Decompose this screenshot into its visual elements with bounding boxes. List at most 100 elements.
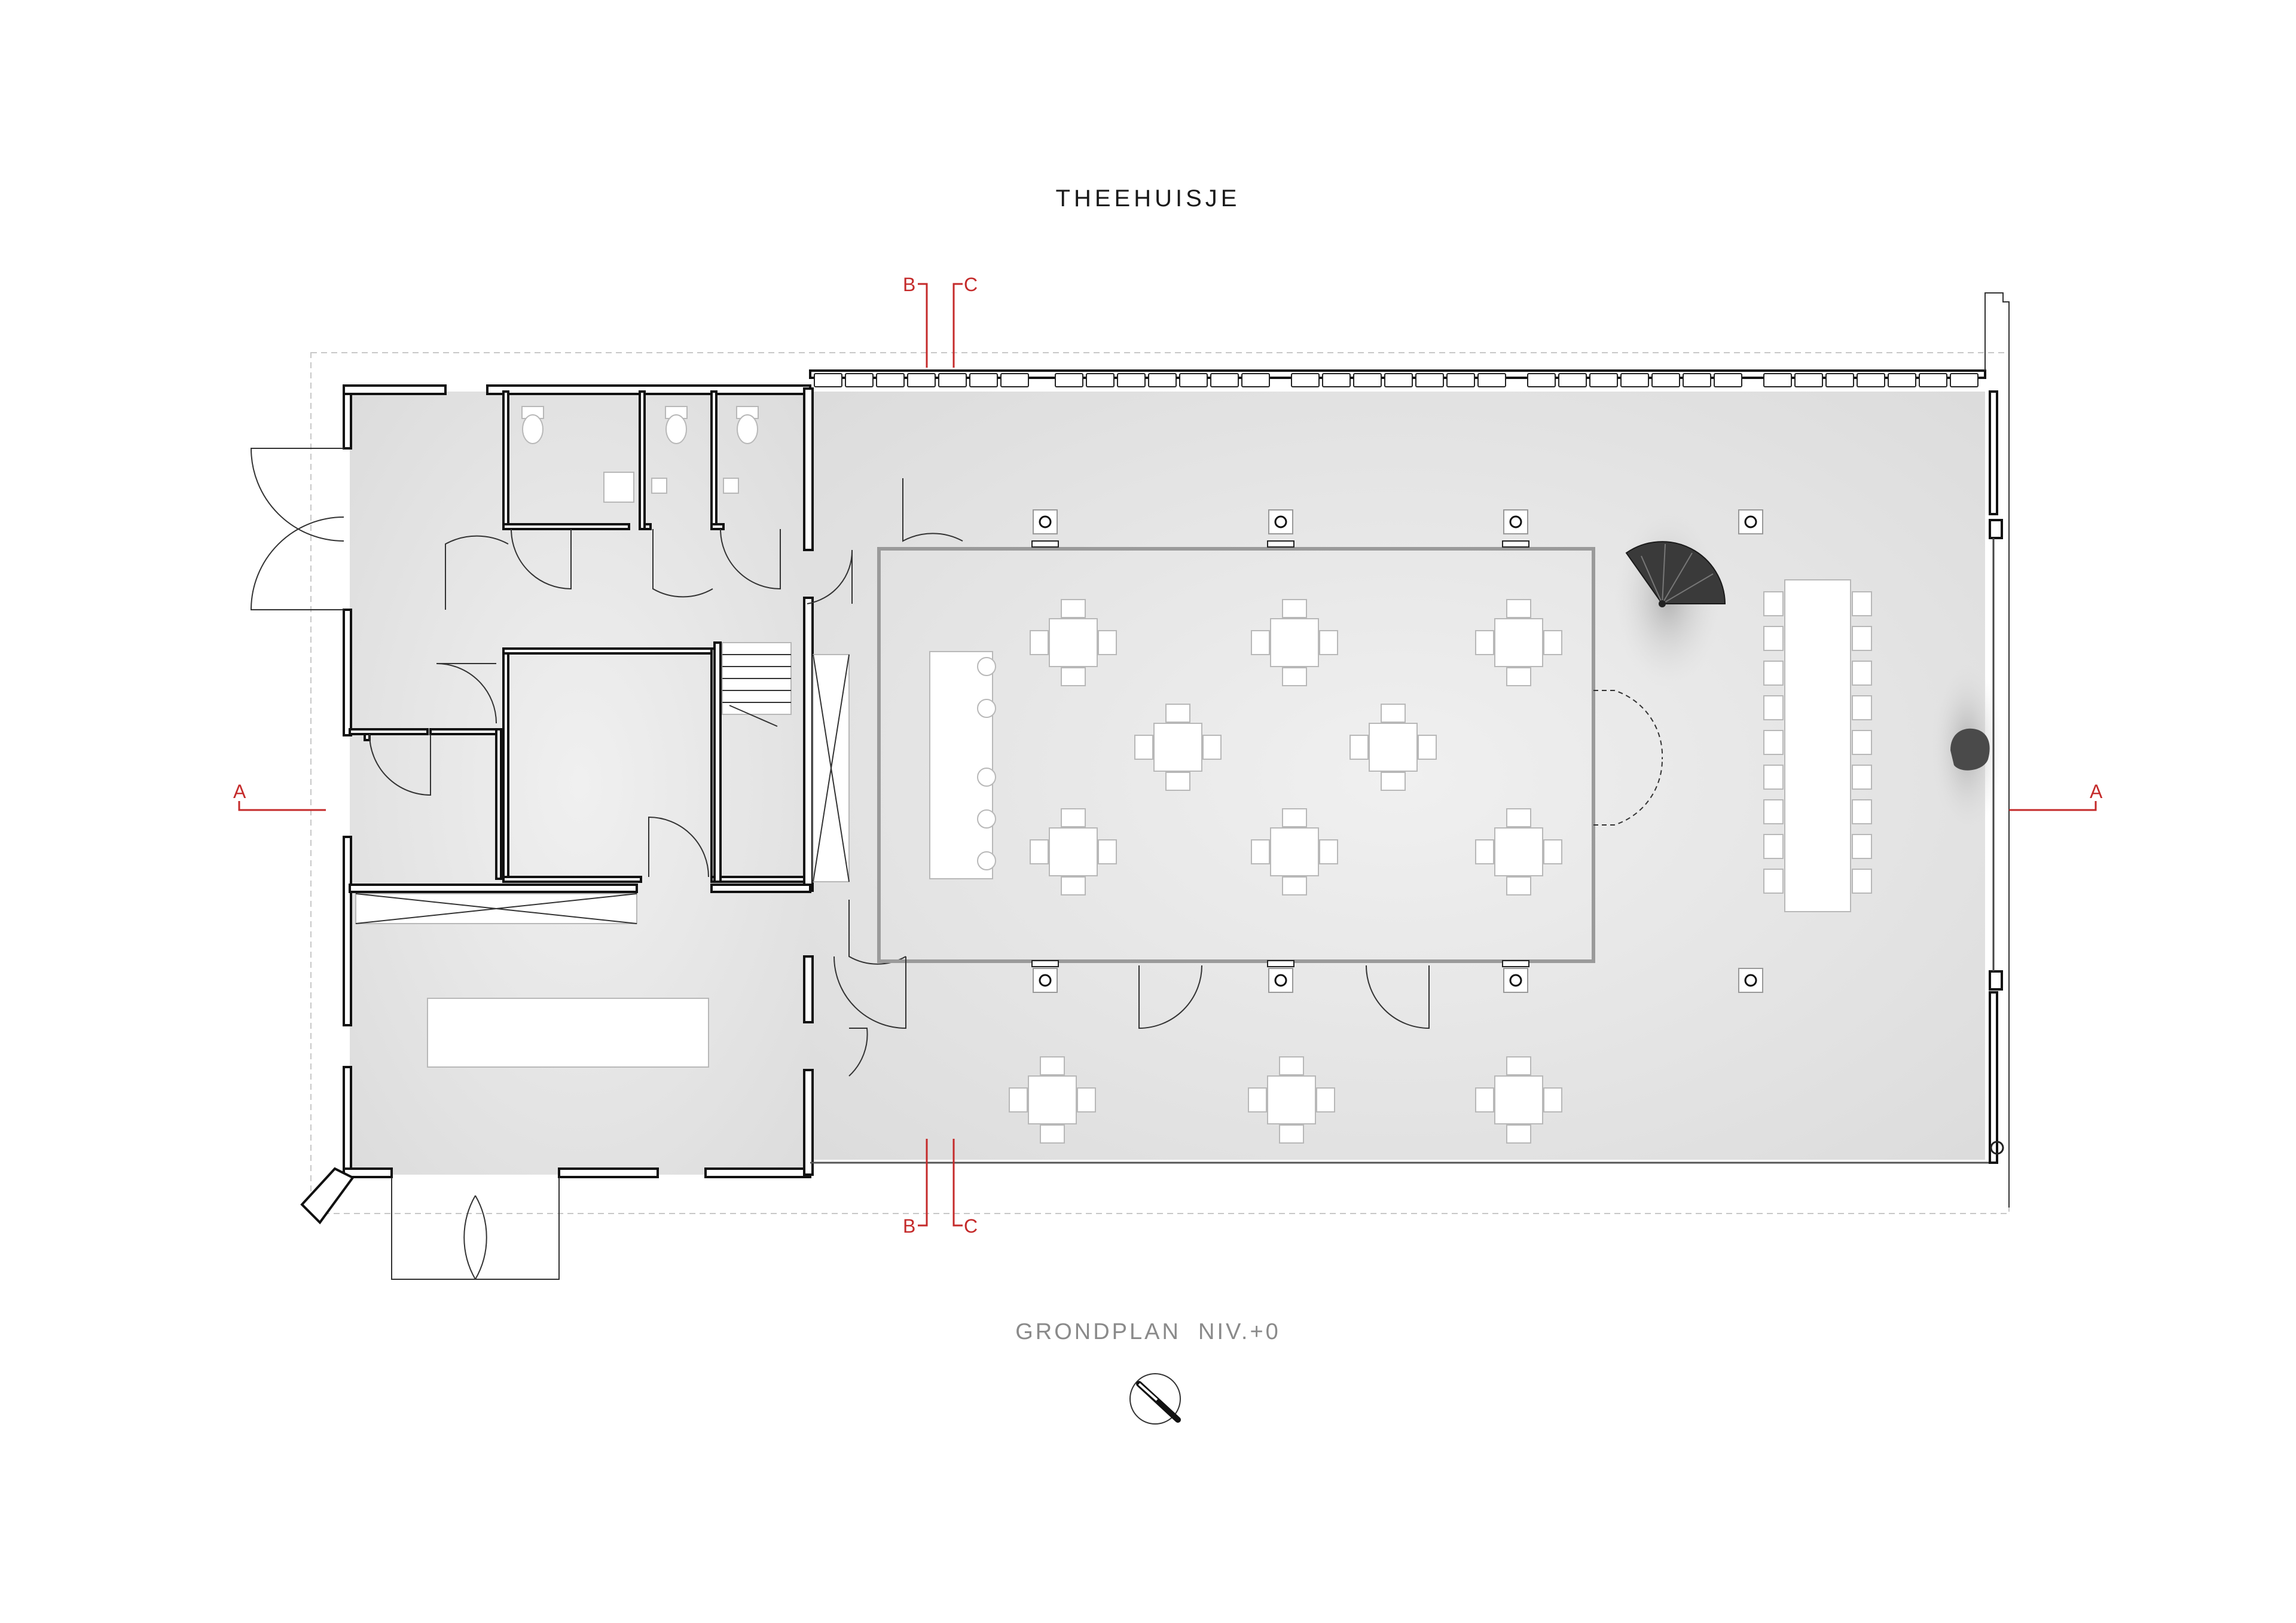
table-with-chairs bbox=[1134, 704, 1222, 791]
svg-text:B: B bbox=[903, 1215, 915, 1237]
toilet-2 bbox=[665, 406, 688, 444]
table-with-chairs bbox=[1349, 704, 1437, 791]
chair bbox=[1852, 799, 1872, 824]
window-panel bbox=[1763, 373, 1792, 387]
left-building-walls bbox=[300, 384, 814, 1225]
spiral-stair-icon bbox=[1625, 541, 1726, 607]
inner-pavilion bbox=[877, 547, 1595, 963]
svg-text:A: A bbox=[233, 781, 246, 802]
window-panel bbox=[1794, 373, 1823, 387]
drawing-title: THEEHUISJE bbox=[1056, 185, 1241, 212]
window-panel bbox=[1888, 373, 1916, 387]
north-window-panels bbox=[814, 373, 1979, 387]
chair bbox=[1763, 695, 1784, 720]
svg-text:A: A bbox=[2090, 781, 2103, 802]
table-with-chairs bbox=[1030, 808, 1117, 895]
bar-counter bbox=[929, 651, 996, 879]
window-panel bbox=[1651, 373, 1680, 387]
chair bbox=[1763, 799, 1784, 824]
section-mark-a-left: A bbox=[233, 781, 326, 811]
chair bbox=[1763, 834, 1784, 859]
cafe-tables bbox=[1009, 599, 1562, 1144]
table-with-chairs bbox=[1030, 599, 1117, 686]
section-mark-b-top: B bbox=[903, 274, 928, 368]
window-panel bbox=[1055, 373, 1083, 387]
chair bbox=[1852, 869, 1872, 894]
svg-text:B: B bbox=[903, 274, 915, 295]
plan-label: GRONDPLAN NIV.+0 bbox=[1015, 1319, 1281, 1344]
window-panel bbox=[845, 373, 874, 387]
column-base bbox=[1031, 960, 1059, 967]
toilet-3 bbox=[723, 406, 759, 494]
north-arrow-icon bbox=[1129, 1373, 1181, 1425]
window-panel bbox=[876, 373, 905, 387]
column bbox=[1738, 509, 1763, 534]
window-panel bbox=[1353, 373, 1382, 387]
chair bbox=[1763, 765, 1784, 790]
table-with-chairs bbox=[1248, 1056, 1335, 1144]
window-panel bbox=[1241, 373, 1270, 387]
chair bbox=[1852, 661, 1872, 686]
column-base bbox=[1502, 540, 1529, 548]
left-block-furniture bbox=[355, 406, 850, 1068]
chair bbox=[1763, 730, 1784, 755]
svg-text:C: C bbox=[964, 274, 978, 295]
chair bbox=[1763, 869, 1784, 894]
stair bbox=[722, 642, 792, 727]
window-panel bbox=[1148, 373, 1177, 387]
table-with-chairs bbox=[1251, 599, 1338, 686]
table-with-chairs bbox=[1251, 808, 1338, 895]
window-panel bbox=[1000, 373, 1029, 387]
window-panel bbox=[1714, 373, 1742, 387]
column-base bbox=[1502, 960, 1529, 967]
window-panel bbox=[1446, 373, 1475, 387]
window-panel bbox=[1477, 373, 1506, 387]
window-panel bbox=[1384, 373, 1413, 387]
window-panel bbox=[1117, 373, 1146, 387]
long-table bbox=[1763, 579, 1872, 912]
window-panel bbox=[1683, 373, 1711, 387]
column bbox=[1503, 968, 1528, 993]
section-mark-c-top: C bbox=[952, 274, 978, 368]
window-panel bbox=[1415, 373, 1444, 387]
window-panel bbox=[1291, 373, 1320, 387]
window-panel bbox=[1322, 373, 1351, 387]
window-panel bbox=[1857, 373, 1885, 387]
section-mark-b-bottom: B bbox=[903, 1139, 928, 1237]
column bbox=[1033, 509, 1058, 534]
window-panel bbox=[1620, 373, 1649, 387]
window-panel bbox=[1527, 373, 1556, 387]
column bbox=[1738, 968, 1763, 993]
table-with-chairs bbox=[1475, 599, 1562, 686]
window-panel bbox=[969, 373, 998, 387]
chair bbox=[1852, 730, 1872, 755]
column-base bbox=[1267, 960, 1294, 967]
chair bbox=[1852, 834, 1872, 859]
column bbox=[1503, 509, 1528, 534]
kitchen-island bbox=[427, 998, 709, 1068]
window-panel bbox=[1179, 373, 1208, 387]
window-panel bbox=[1950, 373, 1979, 387]
window-panel bbox=[1086, 373, 1115, 387]
window-panel bbox=[1558, 373, 1587, 387]
window-panel bbox=[814, 373, 842, 387]
table-with-chairs bbox=[1475, 1056, 1562, 1144]
chair bbox=[1852, 695, 1872, 720]
toilet-1 bbox=[521, 406, 667, 503]
window-panel bbox=[907, 373, 936, 387]
chair bbox=[1852, 765, 1872, 790]
window-panel bbox=[1210, 373, 1239, 387]
column-base bbox=[1031, 540, 1059, 548]
stove-icon bbox=[1950, 728, 1990, 771]
svg-text:C: C bbox=[964, 1215, 978, 1237]
column bbox=[1033, 968, 1058, 993]
column-base bbox=[1267, 540, 1294, 548]
section-mark-c-bottom: C bbox=[952, 1139, 978, 1237]
chair bbox=[1763, 661, 1784, 686]
chair bbox=[1852, 626, 1872, 651]
chair bbox=[1763, 626, 1784, 651]
column bbox=[1268, 968, 1293, 993]
chair bbox=[1763, 591, 1784, 616]
table-with-chairs bbox=[1475, 808, 1562, 895]
